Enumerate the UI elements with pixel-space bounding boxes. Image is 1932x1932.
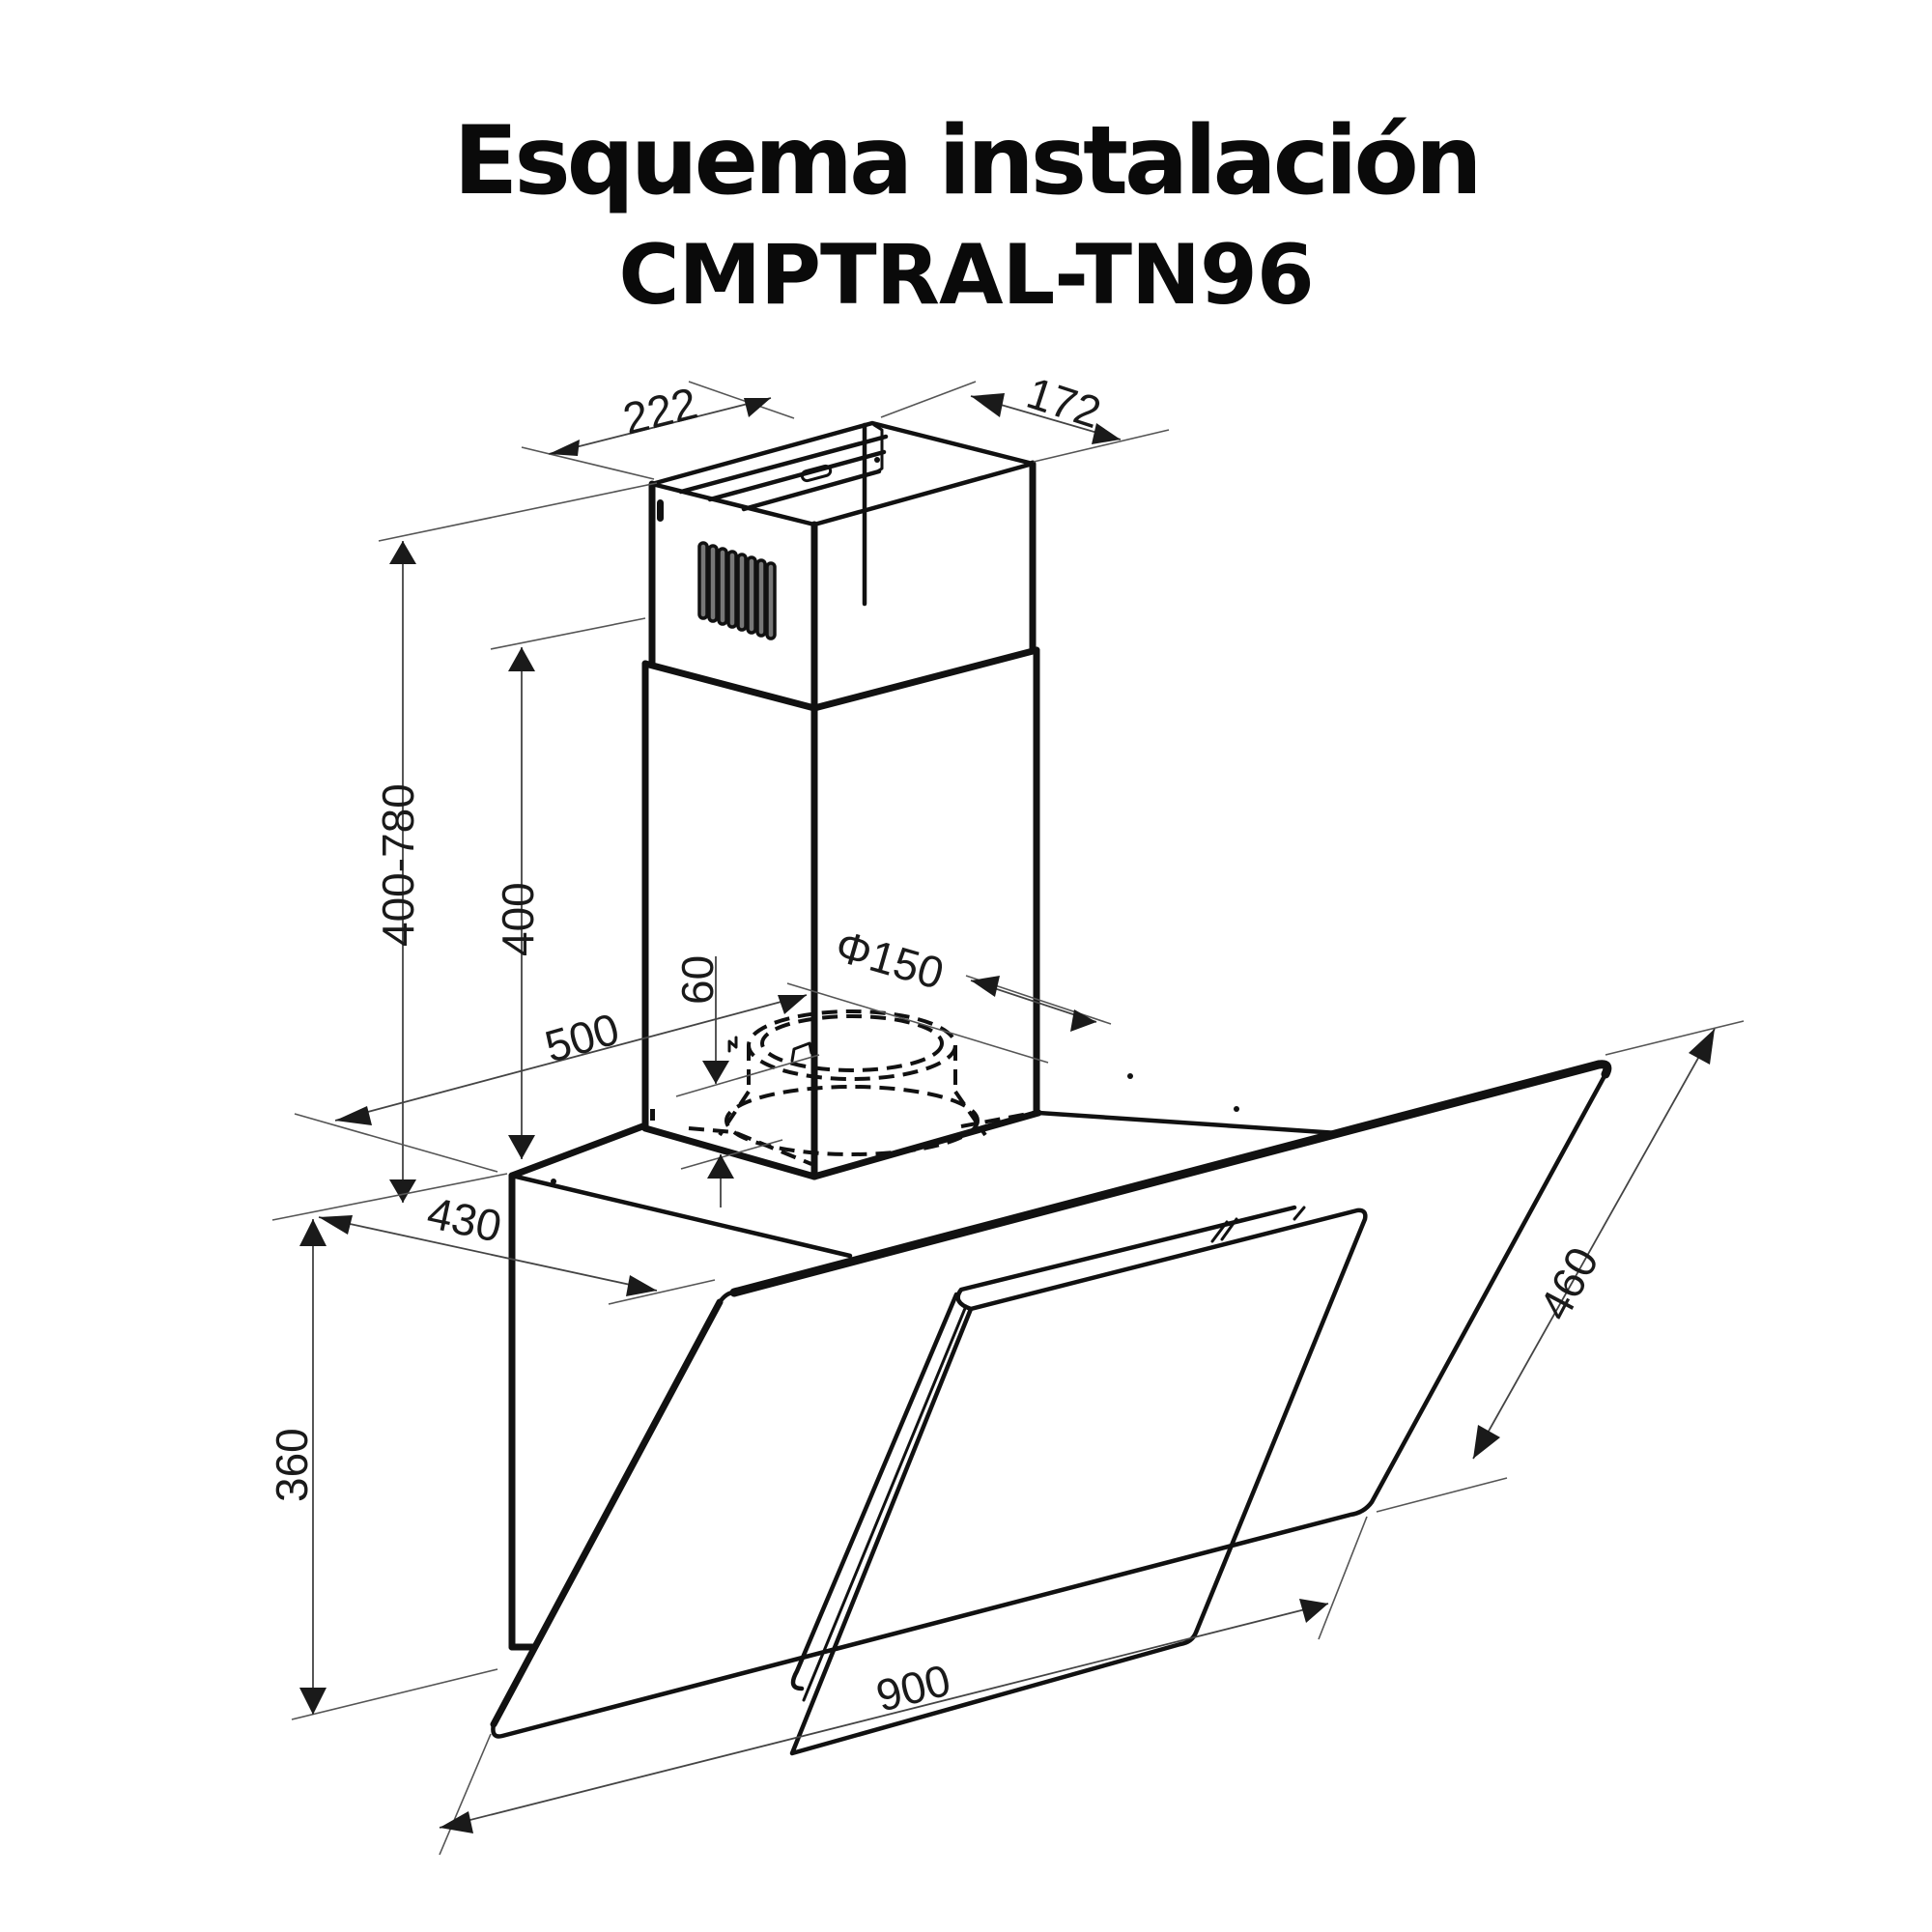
svg-text:460: 460 bbox=[1529, 1239, 1608, 1328]
dim-outlet-diameter: Φ150 bbox=[786, 921, 1112, 1064]
lower-chimney bbox=[641, 646, 1042, 1180]
dim-outlet-offset: 60 bbox=[672, 955, 820, 1208]
svg-text:400: 400 bbox=[493, 882, 543, 956]
glass-panel bbox=[490, 1060, 1612, 1739]
dim-hood-depth: 430 bbox=[271, 1173, 716, 1305]
hood-body bbox=[508, 1073, 1341, 1651]
dim-chimney-width: 222 bbox=[521, 378, 795, 480]
dim-hood-height: 360 bbox=[267, 1219, 498, 1720]
upper-chimney bbox=[648, 420, 1037, 714]
svg-text:60: 60 bbox=[672, 955, 723, 1005]
title-block: Esquema instalación CMPTRAL-TN96 bbox=[0, 106, 1932, 333]
dim-chimney-depth: 172 bbox=[880, 367, 1170, 463]
dim-chimney-height-range: 400-780 bbox=[373, 482, 658, 1203]
diagram-title: Esquema instalación bbox=[453, 106, 1482, 216]
dim-body-width: 500 bbox=[294, 994, 808, 1173]
inner-filter-panel bbox=[789, 1205, 1368, 1756]
dim-glass-slant-height: 460 bbox=[1376, 1020, 1745, 1513]
vent-grille-icon bbox=[697, 541, 777, 640]
svg-text:360: 360 bbox=[267, 1428, 317, 1502]
model-number: CMPTRAL-TN96 bbox=[618, 227, 1314, 324]
svg-text:500: 500 bbox=[539, 1003, 624, 1071]
svg-text:172: 172 bbox=[1021, 367, 1107, 438]
dim-lower-chimney-height: 400 bbox=[490, 617, 646, 1159]
svg-text:Φ150: Φ150 bbox=[830, 921, 949, 999]
svg-text:222: 222 bbox=[618, 378, 702, 444]
air-outlet-collar bbox=[688, 1009, 1035, 1166]
svg-text:400-780: 400-780 bbox=[373, 783, 423, 947]
